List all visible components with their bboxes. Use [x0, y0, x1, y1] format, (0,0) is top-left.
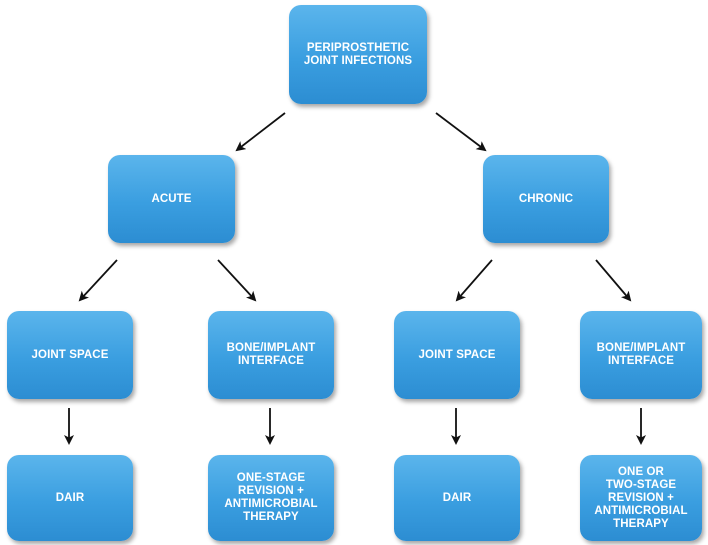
node-label: JOINT SPACE: [418, 348, 496, 361]
node-label: JOINT SPACE: [31, 348, 109, 361]
node-chronic-joint-space: JOINT SPACE: [394, 311, 520, 399]
node-label: BONE/IMPLANT INTERFACE: [596, 342, 686, 367]
node-periprosthetic-joint-infections: PERIPROSTHETIC JOINT INFECTIONS: [289, 5, 427, 104]
node-label: PERIPROSTHETIC JOINT INFECTIONS: [303, 41, 413, 67]
node-chronic-bone-implant-interface: BONE/IMPLANT INTERFACE: [580, 311, 702, 399]
node-acute-bone-implant-interface: BONE/IMPLANT INTERFACE: [208, 311, 334, 399]
arrow-root-to-chronic: [435, 112, 487, 152]
arrow-acute-to-bone-interface: [217, 259, 257, 302]
node-chronic: CHRONIC: [483, 155, 609, 243]
node-label: ACUTE: [151, 192, 192, 205]
arrow-chronic-to-bone-interface: [595, 259, 632, 302]
node-label: ONE OR TWO-STAGE REVISION + ANTIMICROBIA…: [594, 465, 688, 530]
arrow-root-to-acute: [235, 112, 286, 152]
node-acute-joint-space: JOINT SPACE: [7, 311, 133, 399]
node-label: DAIR: [55, 491, 85, 504]
node-label: CHRONIC: [518, 192, 574, 205]
node-acute: ACUTE: [108, 155, 235, 243]
node-label: BONE/IMPLANT INTERFACE: [226, 342, 316, 367]
node-one-stage-revision: ONE-STAGE REVISION + ANTIMICROBIAL THERA…: [208, 455, 334, 541]
arrow-acute-to-joint-space: [78, 259, 118, 302]
node-chronic-dair: DAIR: [394, 455, 520, 541]
node-one-or-two-stage-revision: ONE OR TWO-STAGE REVISION + ANTIMICROBIA…: [580, 455, 702, 541]
node-label: DAIR: [442, 491, 472, 504]
node-label: ONE-STAGE REVISION + ANTIMICROBIAL THERA…: [224, 472, 318, 523]
arrow-chronic-to-joint-space: [455, 259, 493, 302]
node-acute-dair: DAIR: [7, 455, 133, 541]
